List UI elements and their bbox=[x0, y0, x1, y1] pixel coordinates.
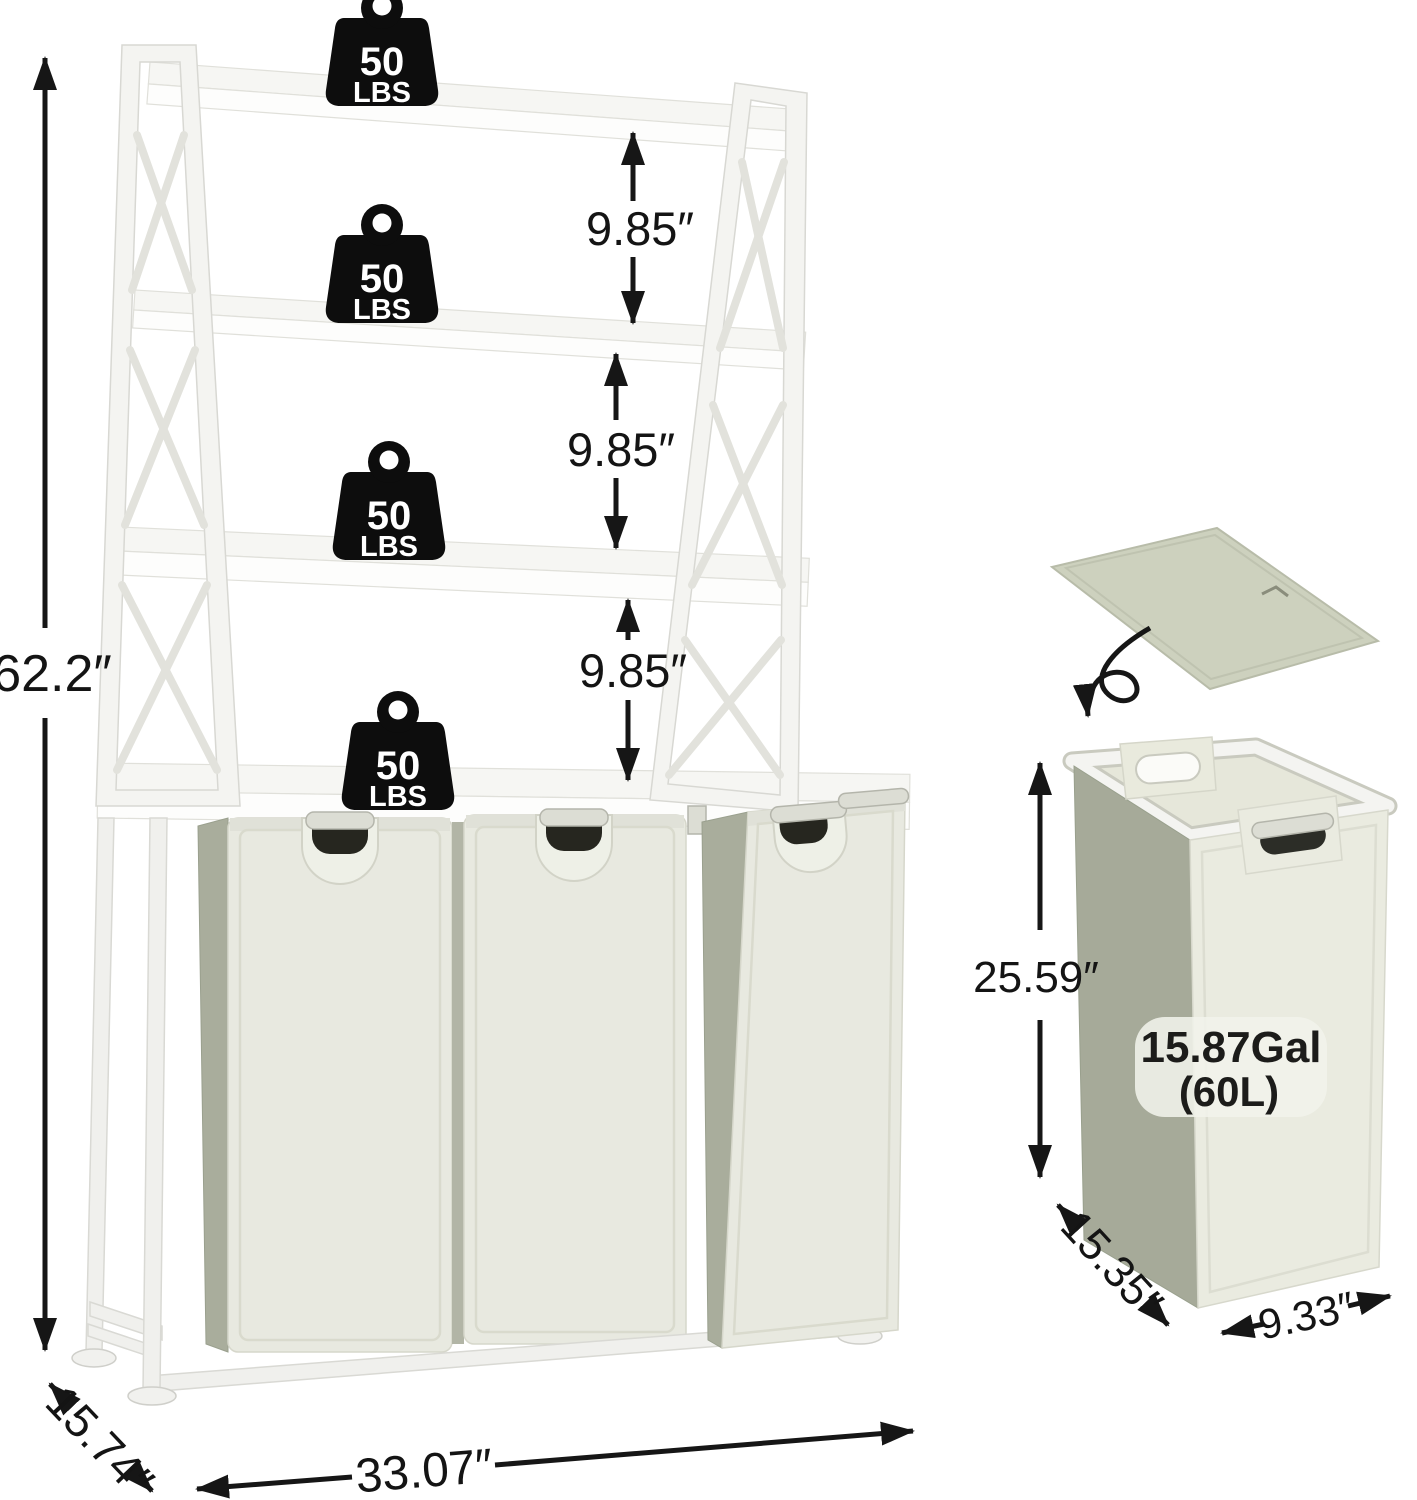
sorter-bag-3-pulled bbox=[701, 787, 910, 1349]
shelf-gap-2-label: 9.85″ bbox=[567, 423, 675, 476]
hamper-body: 15.87Gal (60L) bbox=[1062, 736, 1398, 1309]
hamper-back-handle bbox=[1119, 736, 1217, 800]
right-frame bbox=[649, 82, 808, 813]
shelf-1 bbox=[146, 61, 804, 153]
shelf-gap-1-label: 9.85″ bbox=[586, 202, 694, 255]
weight-value: 50 bbox=[376, 744, 421, 788]
weight-badge-shelf-1: 50 LBS bbox=[325, 0, 439, 109]
weight-badge-shelf-2: 50 LBS bbox=[325, 204, 439, 326]
dimension-hamper-height: 25.59″ bbox=[973, 761, 1099, 1179]
rear-left-foot bbox=[71, 1348, 117, 1368]
lid-placement-arrow-icon bbox=[1072, 625, 1152, 718]
rod-bracket bbox=[687, 805, 707, 835]
bag-1-handle bbox=[301, 811, 379, 885]
front-left-leg bbox=[142, 817, 168, 1391]
weight-unit: LBS bbox=[369, 781, 427, 813]
left-frame-x-braces bbox=[113, 131, 221, 774]
bag-2-rod bbox=[539, 808, 609, 827]
weight-unit: LBS bbox=[353, 294, 411, 326]
ladder-shelf-unit bbox=[71, 44, 911, 1406]
capacity-liters: (60L) bbox=[1179, 1068, 1279, 1115]
weight-value: 50 bbox=[367, 494, 412, 538]
dimension-shelf-gap-3: 9.85″ bbox=[579, 598, 687, 782]
bag-gap bbox=[452, 822, 464, 1344]
weight-badge-counter: 50 LBS bbox=[341, 691, 455, 813]
weight-unit: LBS bbox=[353, 77, 411, 109]
dimension-overall-height: 62.2″ bbox=[0, 56, 112, 1352]
shelf-gap-3-label: 9.85″ bbox=[579, 644, 687, 697]
dimension-overall-width: 33.07″ bbox=[195, 1421, 915, 1500]
dimension-shelf-gap-1: 9.85″ bbox=[586, 131, 694, 325]
sorter-bag-1 bbox=[197, 811, 453, 1353]
lid-tab bbox=[1261, 585, 1289, 598]
front-left-foot bbox=[127, 1386, 177, 1406]
right-frame-x-braces bbox=[665, 158, 788, 779]
hamper-group: 15.87Gal (60L) bbox=[1049, 526, 1398, 1309]
bag-3-lifted-rod bbox=[837, 787, 910, 810]
overall-width-label: 33.07″ bbox=[354, 1440, 495, 1500]
weight-badge-shelf-3: 50 LBS bbox=[332, 441, 446, 563]
sorter-bag-2 bbox=[463, 808, 687, 1345]
hamper-front-handle bbox=[1237, 795, 1343, 875]
rear-left-leg bbox=[85, 817, 115, 1353]
capacity-gallons: 15.87Gal bbox=[1140, 1023, 1321, 1072]
capacity-badge: 15.87Gal (60L) bbox=[1135, 1017, 1327, 1117]
weight-value: 50 bbox=[360, 257, 405, 301]
hamper-height-label: 25.59″ bbox=[973, 953, 1099, 1002]
left-frame bbox=[95, 44, 241, 807]
weight-unit: LBS bbox=[360, 531, 418, 563]
bag-3-handle bbox=[769, 800, 848, 874]
shelf-3 bbox=[117, 526, 810, 607]
dimension-shelf-gap-2: 9.85″ bbox=[567, 352, 675, 550]
bag-2-handle bbox=[535, 808, 613, 882]
weight-value: 50 bbox=[360, 40, 405, 84]
bag-1-rod bbox=[305, 811, 375, 830]
overall-height-label: 62.2″ bbox=[0, 645, 112, 703]
hamper-lid bbox=[1049, 526, 1381, 691]
base-frame bbox=[71, 817, 163, 1368]
